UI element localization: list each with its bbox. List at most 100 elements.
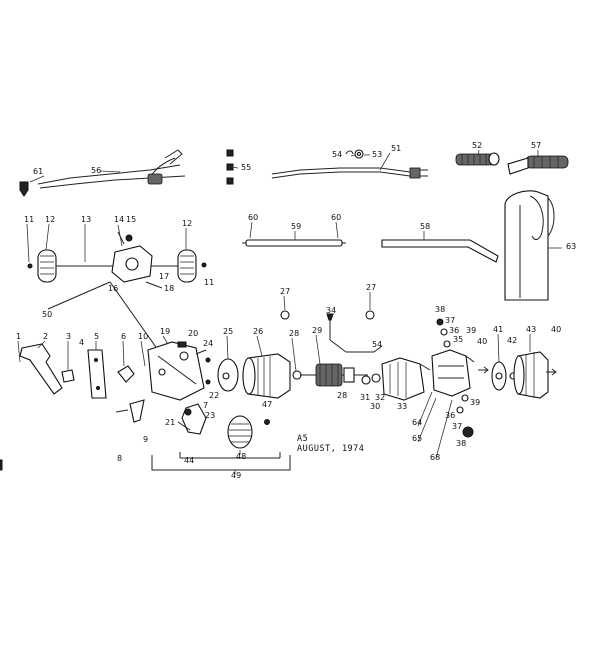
part-label-23: 23 bbox=[205, 411, 215, 420]
handle-bracket bbox=[19, 343, 63, 395]
part-label-51: 51 bbox=[391, 144, 401, 153]
part-label-34: 34 bbox=[326, 306, 336, 315]
armature bbox=[300, 363, 368, 387]
part-label-29: 29 bbox=[312, 326, 322, 335]
bearing-stack-lower bbox=[456, 394, 474, 438]
part-label-33: 33 bbox=[397, 402, 407, 411]
bearing-right bbox=[361, 373, 381, 385]
part-label-15: 15 bbox=[126, 215, 136, 224]
part-label-55: 55 bbox=[241, 163, 251, 172]
part-label-60: 60 bbox=[248, 213, 258, 222]
part-label-18: 18 bbox=[164, 284, 174, 293]
part-label-20: 20 bbox=[188, 329, 198, 338]
cover-plate bbox=[87, 349, 107, 399]
part-label-6: 6 bbox=[121, 332, 126, 341]
grommet-washer bbox=[345, 149, 364, 159]
part-label-3: 3 bbox=[66, 332, 71, 341]
part-label-19: 19 bbox=[160, 327, 170, 336]
part-label-12: 12 bbox=[182, 219, 192, 228]
part-label-40: 40 bbox=[551, 325, 561, 334]
part-label-32: 32 bbox=[375, 393, 385, 402]
motor-stator bbox=[242, 353, 291, 399]
wheel-axle-assembly bbox=[27, 245, 207, 283]
actuator bbox=[117, 365, 135, 383]
part-label-40: 40 bbox=[477, 337, 487, 346]
gear-housing bbox=[431, 349, 475, 397]
part-label-49: 49 bbox=[231, 471, 241, 480]
part-label-11: 11 bbox=[24, 215, 34, 224]
part-label-27: 27 bbox=[366, 283, 376, 292]
part-label-39: 39 bbox=[470, 398, 480, 407]
part-label-17: 17 bbox=[159, 272, 169, 281]
part-label-43: 43 bbox=[526, 325, 536, 334]
part-label-58: 58 bbox=[420, 222, 430, 231]
main-handle-strut bbox=[47, 281, 166, 361]
part-label-24: 24 bbox=[203, 339, 213, 348]
strain-relief-plug bbox=[19, 181, 29, 197]
part-label-60: 60 bbox=[331, 213, 341, 222]
part-label-1: 1 bbox=[16, 332, 21, 341]
pivot-lever bbox=[115, 399, 145, 423]
handle-grip-right bbox=[507, 155, 569, 175]
revision-date: AUGUST, 1974 bbox=[297, 444, 364, 454]
part-label-10: 10 bbox=[138, 332, 148, 341]
part-label-68: 68 bbox=[430, 453, 440, 462]
part-label-36: 36 bbox=[449, 326, 459, 335]
part-label-28: 28 bbox=[289, 329, 299, 338]
part-label-41: 41 bbox=[493, 325, 503, 334]
part-label-61: 61 bbox=[33, 167, 43, 176]
part-label-54: 54 bbox=[372, 340, 382, 349]
brush-assembly bbox=[326, 310, 383, 353]
part-label-12: 12 bbox=[45, 215, 55, 224]
main-housing bbox=[147, 341, 205, 401]
part-label-59: 59 bbox=[291, 222, 301, 231]
part-label-30: 30 bbox=[370, 402, 380, 411]
part-label-64: 64 bbox=[412, 418, 422, 427]
part-label-48: 48 bbox=[236, 452, 246, 461]
fan-impeller bbox=[227, 415, 270, 449]
part-label-13: 13 bbox=[81, 215, 91, 224]
spring-clip bbox=[61, 369, 75, 383]
part-label-47: 47 bbox=[262, 400, 272, 409]
part-label-52: 52 bbox=[472, 141, 482, 150]
part-label-42: 42 bbox=[507, 336, 517, 345]
part-label-39: 39 bbox=[466, 326, 476, 335]
part-label-2: 2 bbox=[43, 332, 48, 341]
part-label-54: 54 bbox=[332, 150, 342, 159]
part-label-8: 8 bbox=[117, 454, 122, 463]
part-label-38: 38 bbox=[456, 439, 466, 448]
drive-flange bbox=[491, 361, 517, 391]
lower-handle-tube bbox=[242, 239, 346, 247]
drive-collar bbox=[513, 351, 549, 399]
fasteners-left bbox=[195, 349, 211, 385]
part-label-36: 36 bbox=[445, 411, 455, 420]
part-label-44: 44 bbox=[184, 456, 194, 465]
part-label-26: 26 bbox=[253, 327, 263, 336]
part-label-5: 5 bbox=[94, 332, 99, 341]
right-arrows bbox=[478, 366, 557, 376]
upper-handle-tube bbox=[381, 239, 499, 263]
part-label-21: 21 bbox=[165, 418, 175, 427]
part-label-27: 27 bbox=[280, 287, 290, 296]
part-label-65: 65 bbox=[412, 434, 422, 443]
part-label-25: 25 bbox=[223, 327, 233, 336]
part-label-22: 22 bbox=[209, 391, 219, 400]
part-label-11: 11 bbox=[204, 278, 214, 287]
clutch-spring bbox=[177, 408, 192, 431]
part-label-14: 14 bbox=[114, 215, 124, 224]
part-label-37: 37 bbox=[452, 422, 462, 431]
bearing-stack bbox=[436, 318, 451, 348]
part-label-31: 31 bbox=[360, 393, 370, 402]
part-label-4: 4 bbox=[79, 338, 84, 347]
part-label-16: 16 bbox=[108, 284, 118, 293]
part-label-28: 28 bbox=[337, 391, 347, 400]
margin-mark bbox=[0, 459, 3, 471]
leader-lines bbox=[17, 149, 562, 474]
part-label-37: 37 bbox=[445, 316, 455, 325]
assembly-brackets bbox=[151, 452, 291, 471]
cord-storage-bag bbox=[504, 190, 555, 301]
part-label-63: 63 bbox=[566, 242, 576, 251]
handle-grip-left bbox=[455, 152, 500, 166]
